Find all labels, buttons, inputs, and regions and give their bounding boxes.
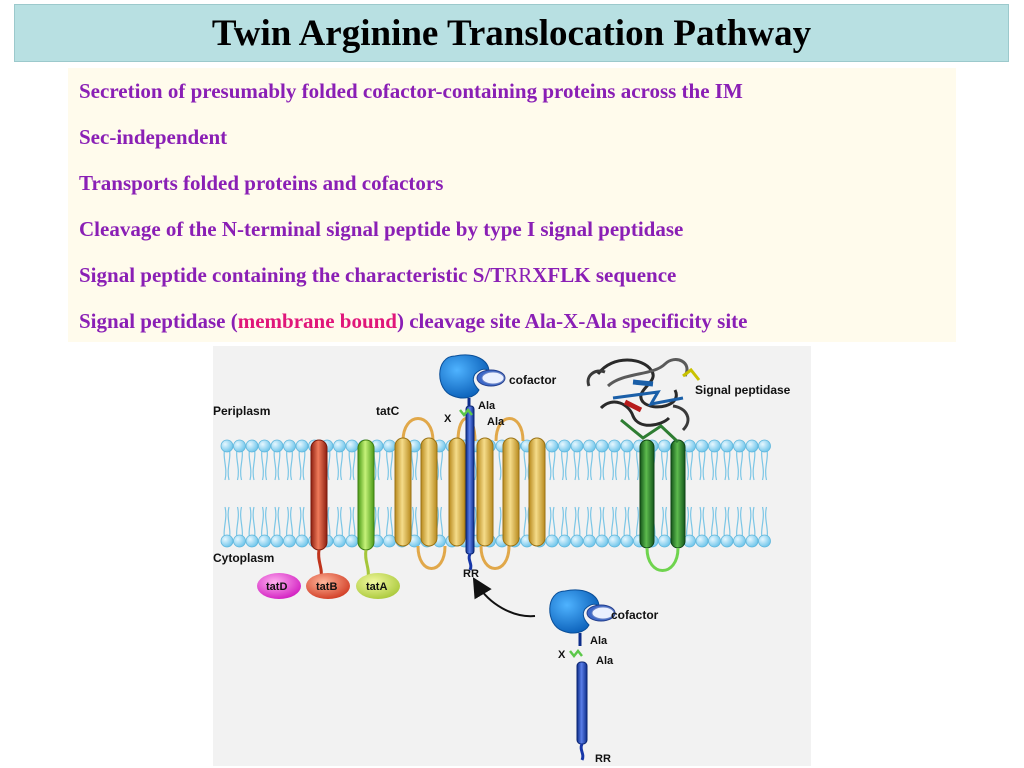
tatC-loops xyxy=(401,417,525,570)
lipid-head xyxy=(595,534,609,548)
lipid-head xyxy=(583,534,596,548)
lipid-head xyxy=(295,439,309,453)
periplasm-label: Periplasm xyxy=(213,404,270,418)
lipid-bilayer xyxy=(220,439,771,548)
lipid-head xyxy=(245,534,259,548)
tatB-oval xyxy=(306,573,350,599)
ala-top-1-label: Ala xyxy=(478,400,496,412)
lipid-head xyxy=(745,534,759,548)
tatB-helix xyxy=(310,439,328,579)
ala-bottom-2-label: Ala xyxy=(596,655,614,667)
bullet-line-1: Secretion of presumably folded cofactor-… xyxy=(79,79,743,103)
lipid-head xyxy=(383,534,396,548)
translocation-arrow xyxy=(472,577,536,618)
tat-cytoplasmic-domains xyxy=(257,573,400,599)
lipid-head xyxy=(733,534,746,548)
lipid-head xyxy=(570,534,584,548)
signal-peptidase-label: Signal peptidase xyxy=(695,383,791,397)
ala-top-2-label: Ala xyxy=(487,416,505,428)
cofactor-top-label: cofactor xyxy=(509,373,557,387)
lipid-head xyxy=(595,439,609,453)
lipid-head xyxy=(695,534,709,548)
folded-protein-top xyxy=(439,354,506,406)
tatA-oval xyxy=(356,573,400,599)
lipid-head xyxy=(220,534,234,548)
tatC-label: tatC xyxy=(376,404,400,418)
bullet-line-2: Sec-independent xyxy=(79,125,228,149)
lipid-head xyxy=(658,534,671,548)
lipid-head xyxy=(758,439,771,453)
lipid-head xyxy=(220,439,234,453)
bullet-line-5: Signal peptide containing the characteri… xyxy=(79,260,956,306)
ala-bottom-1-label: Ala xyxy=(590,635,608,647)
lipid-head xyxy=(258,439,271,453)
cytoplasm-label: Cytoplasm xyxy=(213,551,274,565)
x-top-label: X xyxy=(444,413,452,425)
lipid-head xyxy=(270,534,284,548)
bullet-box: Secretion of presumably folded cofactor-… xyxy=(68,68,956,342)
bullet-line-6-post: ) cleavage site Ala-X-Ala specificity si… xyxy=(396,309,748,333)
bullet-line-5-rr: RR xyxy=(504,263,533,287)
lipid-head xyxy=(245,439,259,453)
lipid-head xyxy=(658,439,671,453)
signal-peptidase-helices xyxy=(639,439,686,572)
bullet-line-6: Signal peptidase (membrane bound) cleava… xyxy=(79,306,956,352)
lipid-head xyxy=(620,534,634,548)
lipid-head xyxy=(558,439,571,453)
lipid-head xyxy=(583,439,596,453)
bullet-line-3: Transports folded proteins and cofactors xyxy=(79,171,444,195)
lipid-head xyxy=(708,534,721,548)
cofactor-bottom-label: cofactor xyxy=(611,608,659,622)
lipid-head xyxy=(758,534,771,548)
lipid-head xyxy=(233,439,246,453)
lipid-head xyxy=(608,534,621,548)
bullet-line-6-pre: Signal peptidase ( xyxy=(79,309,238,333)
signal-peptidase-structure xyxy=(586,358,701,444)
lipid-head xyxy=(233,534,246,548)
lipid-head xyxy=(333,439,346,453)
tat-diagram: Periplasm Cytoplasm tatC tatD tatB tatA … xyxy=(213,354,791,765)
tatD-oval xyxy=(257,573,301,599)
title-bar: Twin Arginine Translocation Pathway xyxy=(14,4,1009,62)
tatC-helices xyxy=(394,437,546,547)
lipid-head xyxy=(608,439,621,453)
x-bottom-label: X xyxy=(558,649,566,661)
rr-top-label: RR xyxy=(463,568,479,580)
lipid-head xyxy=(545,534,559,548)
lipid-head xyxy=(283,439,296,453)
lipid-head xyxy=(745,439,759,453)
bullet-line-5-pre: Signal peptide containing the characteri… xyxy=(79,263,505,287)
tat-pathway-figure: Periplasm Cytoplasm tatC tatD tatB tatA … xyxy=(213,346,811,766)
lipid-head xyxy=(345,534,359,548)
tatA-helix xyxy=(357,439,375,579)
rr-bottom-label: RR xyxy=(595,753,611,765)
lipid-head xyxy=(383,439,396,453)
tatB-label: tatB xyxy=(316,581,337,593)
bullet-line-5-post: XFLK sequence xyxy=(532,263,677,287)
lipid-head xyxy=(720,439,734,453)
tatA-label: tatA xyxy=(366,581,387,593)
lipid-head xyxy=(695,439,709,453)
lipid-head xyxy=(708,439,721,453)
lipid-head xyxy=(570,439,584,453)
lipid-head xyxy=(295,534,309,548)
lipid-head xyxy=(270,439,284,453)
lipid-head xyxy=(558,534,571,548)
lipid-head xyxy=(545,439,559,453)
bullet-line-4: Cleavage of the N-terminal signal peptid… xyxy=(79,217,684,241)
bullet-line-6-highlight: membrane bound xyxy=(237,309,397,333)
lipid-head xyxy=(258,534,271,548)
lipid-head xyxy=(283,534,296,548)
lipid-head xyxy=(345,439,359,453)
lipid-head xyxy=(333,534,346,548)
lipid-head xyxy=(620,439,634,453)
tatD-label: tatD xyxy=(266,581,287,593)
folded-protein-bottom xyxy=(549,589,616,761)
slide-title: Twin Arginine Translocation Pathway xyxy=(211,12,812,54)
lipid-head xyxy=(720,534,734,548)
lipid-head xyxy=(733,439,746,453)
